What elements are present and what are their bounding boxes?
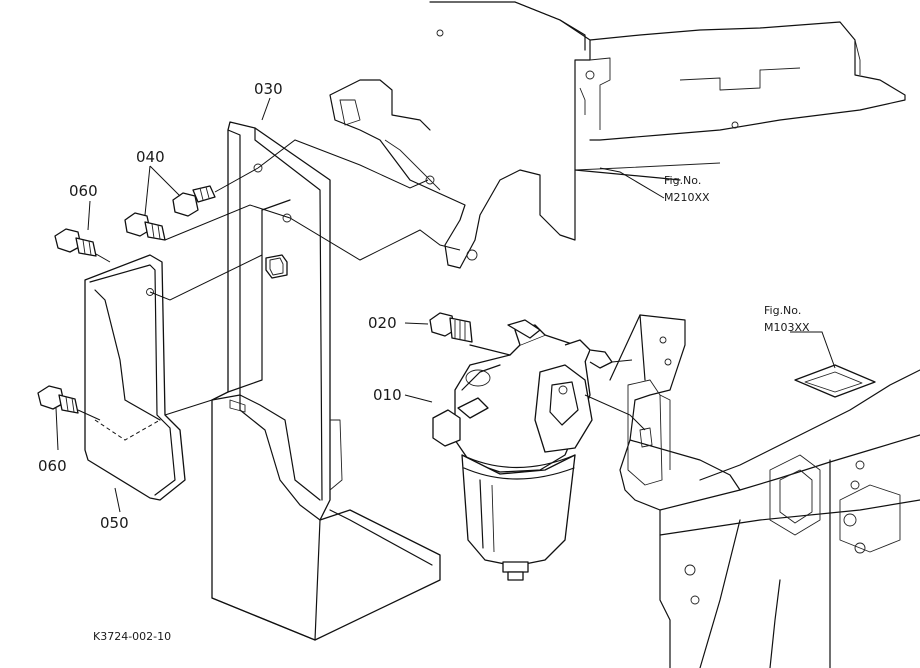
part-040-bolt-lower bbox=[124, 212, 166, 241]
assembly-lines bbox=[55, 97, 836, 513]
label-010: 010 bbox=[373, 386, 402, 404]
drawing-code: K3724-002-10 bbox=[93, 630, 171, 643]
part-060-bolt-lower bbox=[37, 385, 79, 414]
upper-frame-assembly bbox=[329, 1, 906, 269]
part-060-bolt-upper bbox=[54, 228, 97, 257]
label-060-upper: 060 bbox=[69, 182, 98, 200]
label-060-lower: 060 bbox=[38, 457, 67, 475]
ref-m103xx-caption: Fig.No. bbox=[764, 304, 801, 317]
part-010-fuel-filter bbox=[432, 319, 613, 581]
ref-m210xx-caption: Fig.No. bbox=[664, 174, 701, 187]
ref-m210xx-number: M210XX bbox=[664, 191, 710, 204]
part-050-guard bbox=[84, 254, 186, 501]
label-040: 040 bbox=[136, 148, 165, 166]
part-040-bolt-upper bbox=[172, 185, 216, 217]
label-050: 050 bbox=[100, 514, 129, 532]
ref-m103xx-number: M103XX bbox=[764, 321, 810, 334]
lower-frame-assembly bbox=[609, 314, 920, 668]
part-020-bolt bbox=[429, 312, 473, 343]
label-030: 030 bbox=[254, 80, 283, 98]
part-030-bracket bbox=[211, 121, 441, 641]
label-020: 020 bbox=[368, 314, 397, 332]
